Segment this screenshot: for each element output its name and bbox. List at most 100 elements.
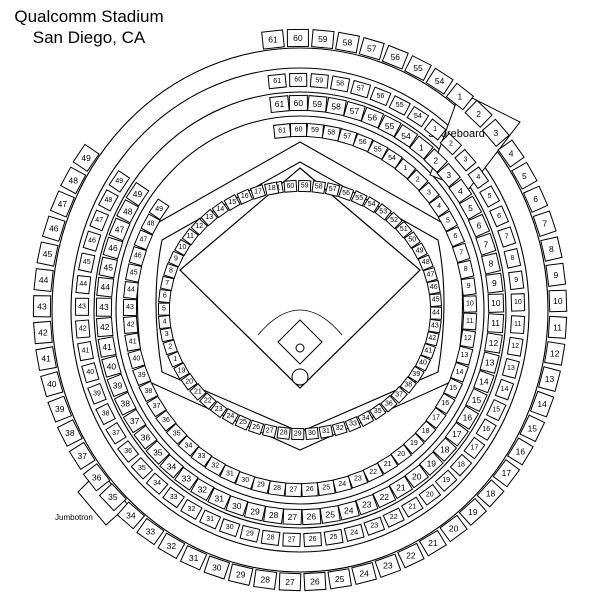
section-upper-outer-57[interactable]: 57 [358,37,385,61]
section-box[interactable] [133,424,158,450]
section-upper-outer-5[interactable]: 5 [511,161,538,190]
section-field-3[interactable]: 3 [159,327,174,343]
section-loge-16[interactable]: 16 [434,392,456,415]
section-loge-18[interactable]: 18 [414,420,437,443]
section-box[interactable] [355,493,379,516]
section-loge-45[interactable]: 45 [124,263,143,283]
section-box[interactable] [122,315,139,334]
section-field-34[interactable]: 34 [357,410,375,427]
section-loge-28[interactable]: 28 [267,480,287,497]
section-upper-inner-22[interactable]: 22 [382,507,405,528]
section-upper-inner-23[interactable]: 23 [363,516,386,536]
section-box[interactable] [519,414,546,443]
section-loge-55[interactable]: 55 [366,139,389,161]
section-plaza-11[interactable]: 11 [487,313,505,334]
section-upper-outer-56[interactable]: 56 [381,44,409,70]
section-box[interactable] [390,386,408,404]
section-upper-inner-45[interactable]: 45 [77,252,96,273]
section-box[interactable] [145,472,169,495]
section-upper-inner-61[interactable]: 61 [267,73,287,90]
section-box[interactable] [146,395,167,418]
section-field-54[interactable]: 54 [362,196,381,214]
section-upper-outer-61[interactable]: 61 [261,29,285,50]
section-box[interactable] [404,464,430,489]
section-box[interactable] [211,200,230,219]
section-box[interactable] [497,226,517,248]
section-box[interactable] [360,106,385,129]
section-upper-outer-32[interactable]: 32 [157,532,186,560]
section-plaza-6[interactable]: 6 [467,213,491,238]
section-loge-46[interactable]: 46 [128,245,148,267]
section-plaza-28[interactable]: 28 [263,505,285,525]
section-field-19[interactable]: 19 [173,362,190,380]
section-box[interactable] [475,232,497,256]
section-plaza-27[interactable]: 27 [282,508,303,526]
section-box[interactable] [200,208,219,227]
section-loge-57[interactable]: 57 [337,128,358,147]
section-box[interactable] [380,395,398,413]
section-box[interactable] [417,254,434,271]
section-loge-24[interactable]: 24 [332,475,353,494]
section-box[interactable] [283,179,298,193]
section-loge-22[interactable]: 22 [362,462,384,483]
section-loge-5[interactable]: 5 [437,210,459,233]
section-plaza-24[interactable]: 24 [337,500,360,521]
section-box[interactable] [136,517,165,546]
section-box[interactable] [74,297,90,316]
section-field-58[interactable]: 58 [311,180,326,195]
section-loge-10[interactable]: 10 [462,295,478,313]
section-upper-outer-35[interactable]: 35 [98,483,128,512]
section-upper-inner-9[interactable]: 9 [508,270,525,291]
section-box[interactable] [344,416,362,433]
section-box[interactable] [145,440,171,465]
section-field-6[interactable]: 6 [158,289,172,304]
section-box[interactable] [443,377,464,399]
section-box[interactable] [532,210,557,237]
section-box[interactable] [269,95,290,114]
section-loge-35[interactable]: 35 [165,422,188,445]
section-loge-7[interactable]: 7 [451,242,471,264]
section-box[interactable] [261,29,285,50]
section-box[interactable] [547,315,568,339]
section-upper-inner-17[interactable]: 17 [463,436,486,460]
section-loge-58[interactable]: 58 [321,124,341,142]
section-loge-32[interactable]: 32 [204,455,227,477]
section-upper-outer-47[interactable]: 47 [49,190,75,218]
section-field-55[interactable]: 55 [350,190,368,207]
section-loge-37[interactable]: 37 [146,395,167,418]
section-upper-outer-18[interactable]: 18 [476,479,505,508]
section-loge-25[interactable]: 25 [316,479,336,497]
section-box[interactable] [33,320,53,345]
section-box[interactable] [323,528,344,546]
section-box[interactable] [267,73,287,90]
section-box[interactable] [399,376,418,394]
section-box[interactable] [162,339,178,356]
section-upper-outer-14[interactable]: 14 [529,390,555,418]
section-box[interactable] [127,349,146,370]
section-loge-4[interactable]: 4 [428,195,450,218]
section-box[interactable] [325,96,347,117]
section-field-49[interactable]: 49 [411,242,428,260]
section-upper-outer-55[interactable]: 55 [404,55,432,82]
section-box[interactable] [267,480,287,497]
section-box[interactable] [318,424,334,439]
section-box[interactable] [291,427,305,441]
section-box[interactable] [362,196,381,214]
section-box[interactable] [234,414,252,431]
section-plaza-54[interactable]: 54 [393,124,419,148]
section-plaza-3[interactable]: 3 [436,162,461,188]
section-field-46[interactable]: 46 [426,279,441,295]
section-box[interactable] [418,483,442,506]
section-box[interactable] [492,458,521,488]
section-upper-inner-11[interactable]: 11 [510,315,526,335]
section-box[interactable] [96,276,115,298]
section-box[interactable] [449,453,473,477]
section-field-59[interactable]: 59 [297,179,312,193]
section-loge-26[interactable]: 26 [300,482,319,498]
section-field-43[interactable]: 43 [428,318,442,334]
section-field-39[interactable]: 39 [407,365,425,384]
section-box[interactable] [489,205,510,228]
section-box[interactable] [411,242,428,260]
section-box[interactable] [219,464,241,484]
section-upper-inner-31[interactable]: 31 [199,509,222,530]
